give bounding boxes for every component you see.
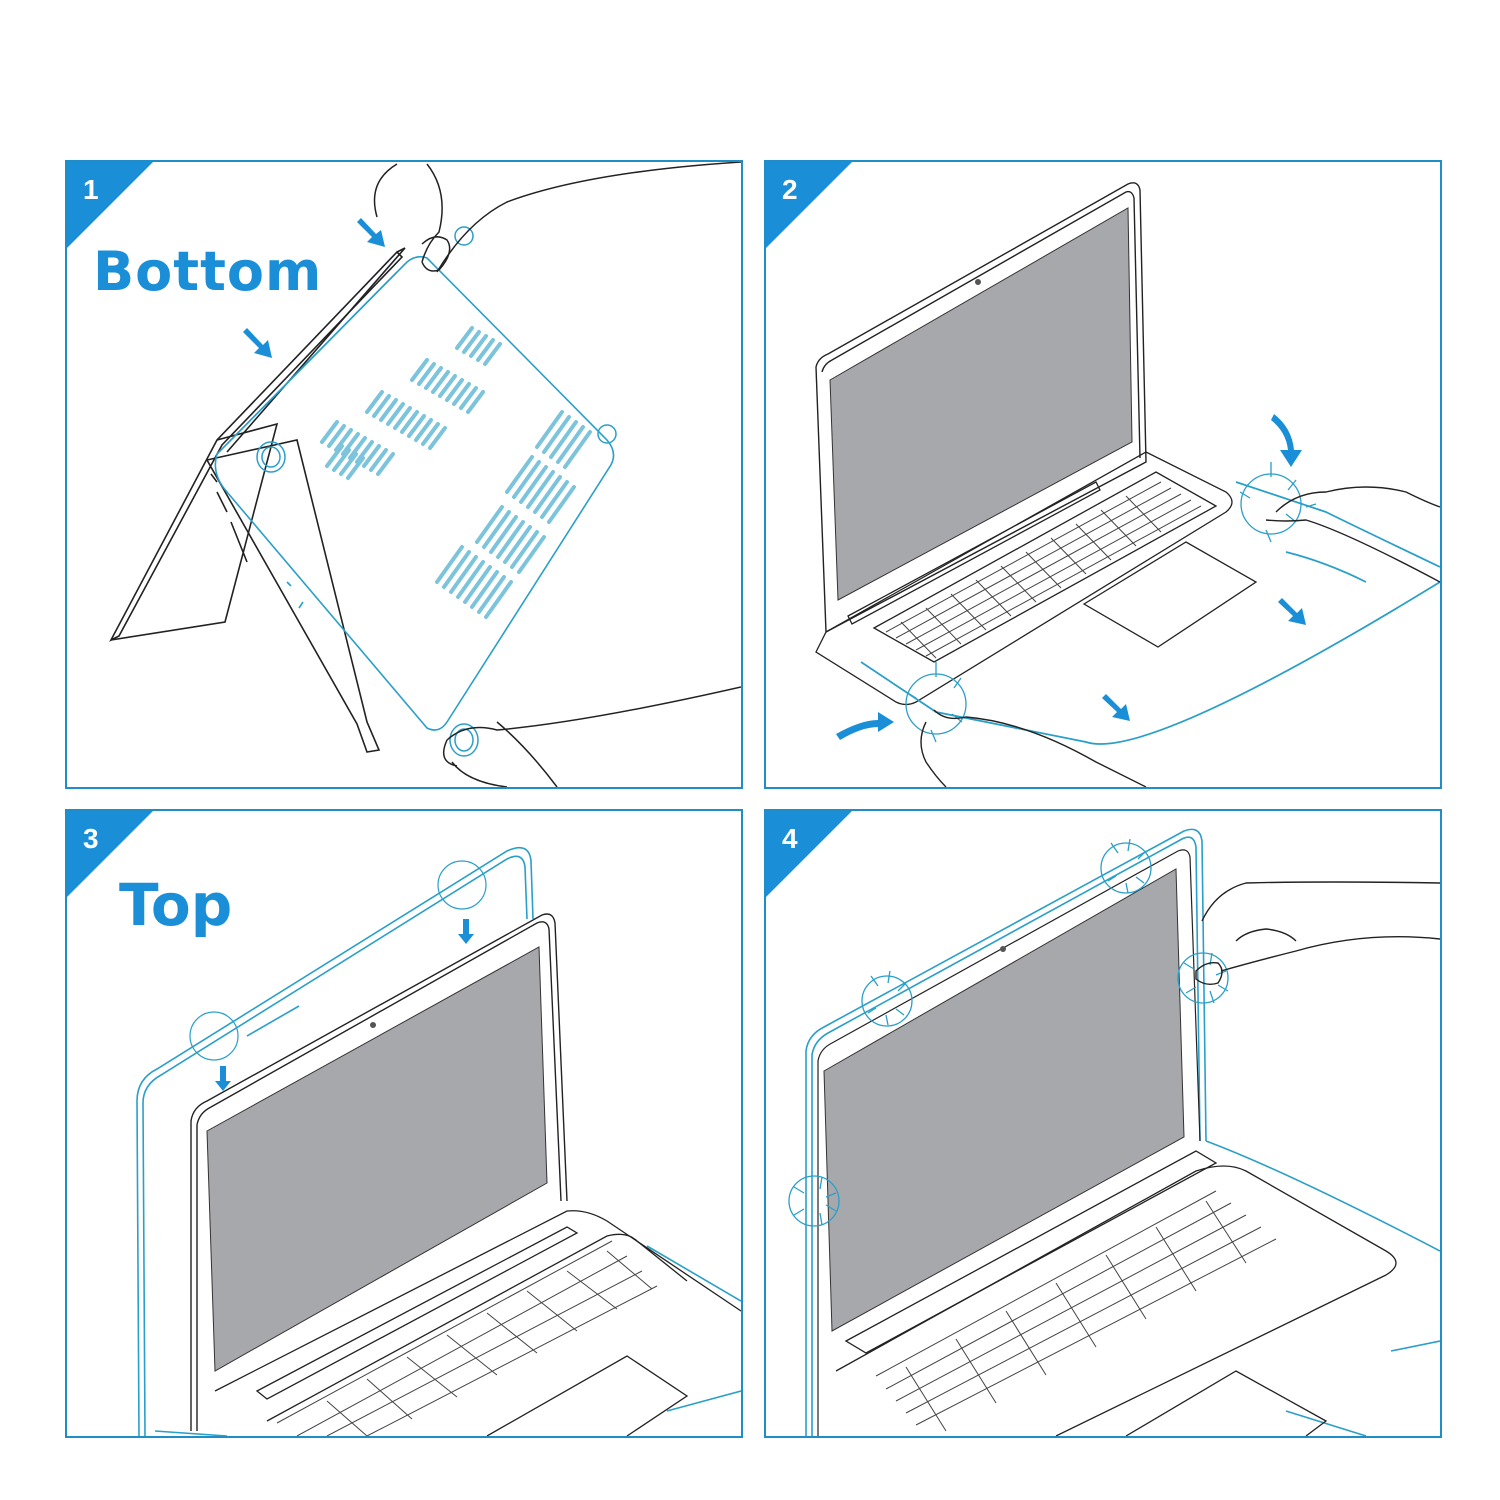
vent-slots [320, 326, 592, 619]
trackpad [1082, 541, 1258, 648]
step-badge: 4 [766, 811, 854, 899]
bottom-case-illustration [109, 162, 741, 787]
step-badge: 3 [67, 811, 155, 899]
attach-bottom-illustration [815, 182, 1440, 787]
step-number: 1 [83, 174, 99, 205]
press-arrows [243, 218, 385, 358]
step-2-panel: 2 [764, 160, 1442, 789]
press-arrows [836, 414, 1306, 740]
step-number: 3 [83, 823, 99, 854]
step-number: 2 [782, 174, 798, 205]
step-title: Top [119, 871, 233, 939]
click-marks [905, 462, 1317, 743]
step-number: 4 [782, 823, 798, 854]
laptop-screen [823, 868, 1185, 1332]
laptop-screen [829, 207, 1133, 601]
press-top-case-illustration [788, 828, 1440, 1436]
laptop-screen [206, 946, 548, 1372]
down-arrows [215, 919, 474, 1091]
step-title: Bottom [93, 240, 323, 303]
step-4-panel: 4 [764, 809, 1442, 1438]
click-marks [788, 838, 1229, 1227]
step-badge: 2 [766, 162, 854, 250]
top-case-illustration [136, 846, 741, 1436]
step-1-panel: 1 Bottom [65, 160, 743, 789]
step-badge: 1 [67, 162, 155, 250]
alignment-circles [189, 860, 487, 1061]
step-3-panel: 3 Top [65, 809, 743, 1438]
